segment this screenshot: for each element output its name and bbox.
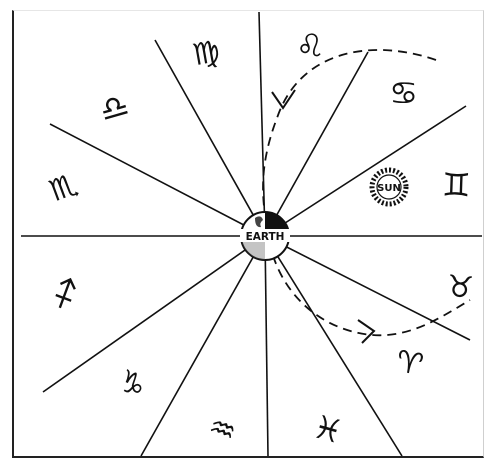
arrow-icon: [358, 320, 374, 343]
earth-label: EARTH: [246, 231, 285, 243]
gemini-icon: ♊: [441, 166, 471, 205]
scorpio-icon: ♏: [45, 167, 82, 209]
spoke-line: [265, 52, 368, 236]
spoke-line: [265, 236, 470, 340]
libra-icon: ♎: [95, 85, 133, 129]
virgo-icon: ♍: [190, 34, 223, 73]
sun-symbol: SUN: [372, 170, 406, 204]
leo-icon: ♌: [294, 26, 326, 67]
taurus-icon: ♉: [445, 269, 475, 306]
sun-path: [263, 50, 470, 343]
pisces-icon: ♓: [309, 407, 347, 451]
aries-icon: ♈: [393, 344, 426, 383]
spoke-line: [141, 236, 265, 456]
sagittarius-icon: ♐: [44, 271, 86, 318]
arrow-icon: [272, 90, 295, 108]
spoke-line: [265, 236, 268, 456]
aquarius-icon: ♒: [204, 409, 241, 451]
earth-symbol: EARTH: [240, 212, 290, 260]
sun-label: SUN: [377, 183, 401, 194]
cancer-icon: ♋: [389, 74, 419, 113]
spoke-line: [265, 106, 466, 236]
spoke-line: [43, 236, 265, 392]
capricorn-icon: ♑: [112, 363, 151, 406]
